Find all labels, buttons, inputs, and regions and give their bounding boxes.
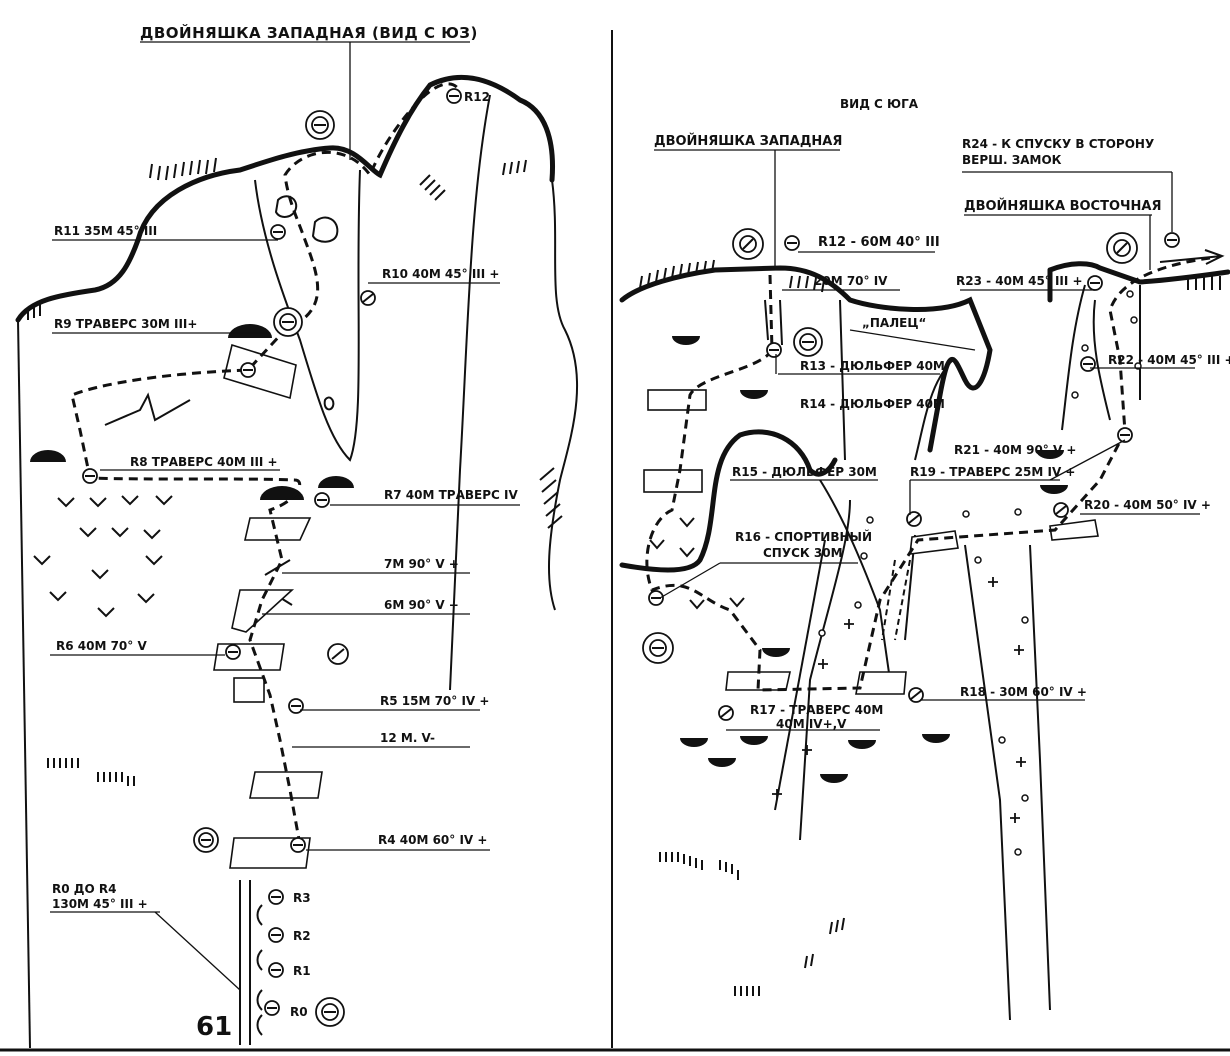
r24-line1: R24 - К СПУСКУ В СТОРОНУ	[962, 137, 1154, 151]
left-ledges	[213, 343, 323, 869]
label-r17-line2: 40M IV+,V	[776, 717, 847, 731]
left-route	[70, 82, 462, 846]
right-title-east: ДВОЙНЯШКА ВОСТОЧНАЯ	[964, 198, 1161, 214]
label-r2: R2	[293, 929, 311, 943]
label-r0-r4-line1: R0 ДО R4	[52, 882, 116, 896]
left-anchors	[82, 88, 462, 1027]
label-r5: R5 15M 70° IV +	[380, 694, 489, 708]
label-r9: R9 ТРАВЕРС 30M III+	[54, 317, 197, 331]
right-route-descent	[645, 256, 1211, 692]
r24-line2: ВЕРШ. ЗАМОК	[962, 153, 1062, 167]
label-6m: 6M 90° V +	[384, 598, 459, 612]
label-r6: R6 40M 70° V	[56, 639, 147, 653]
label-r18: R18 - 30M 60° IV +	[960, 685, 1087, 699]
label-r0-r4-line2: 130M 45° III +	[52, 897, 148, 911]
right-hatching	[639, 259, 1221, 996]
view-label: ВИД С ЮГА	[840, 97, 919, 111]
left-panel: ДВОЙНЯШКА ЗАПАДНАЯ (ВИД С ЮЗ)	[15, 23, 579, 1049]
right-anchors	[642, 228, 1180, 721]
label-r23: R23 - 40M 45° III +	[956, 274, 1083, 288]
label-r19: R19 - ТРАВЕРС 25M IV +	[910, 465, 1075, 479]
right-title-west: ДВОЙНЯШКА ЗАПАДНАЯ	[654, 133, 842, 149]
left-ridge	[15, 74, 556, 323]
left-labels: R12 R11 35M 45° III R10 40M 45° III + R9…	[52, 90, 518, 1042]
label-r4: R4 40M 60° IV +	[378, 833, 487, 847]
right-ledges	[643, 389, 1099, 695]
label-r14: R14 - ДЮЛЬФЕР 40M	[800, 397, 945, 411]
left-leaders	[50, 239, 520, 991]
label-7m: 7M 90° V +	[384, 557, 459, 571]
label-r1: R1	[293, 964, 311, 978]
label-r12-right: R12 - 60M 40° III	[818, 235, 940, 250]
label-12m: 12 M. V-	[380, 731, 435, 745]
label-r11: R11 35M 45° III	[54, 224, 157, 238]
label-r12-left: R12	[464, 90, 490, 104]
label-r0: R0	[290, 1005, 308, 1019]
left-title: ДВОЙНЯШКА ЗАПАДНАЯ (ВИД С ЮЗ)	[140, 23, 478, 42]
label-r10: R10 40M 45° III +	[382, 267, 499, 281]
right-panel: ВИД С ЮГА ДВОЙНЯШКА ЗАПАДНАЯ R24 - К СПУ…	[619, 97, 1230, 1021]
right-labels: R12 - 60M 40° III 20M 70° IV „ПАЛЕЦ“ R13…	[732, 235, 1230, 731]
label-r21: R21 - 40M 90° V +	[954, 443, 1077, 457]
label-r20: R20 - 40M 50° IV +	[1084, 498, 1211, 512]
label-r16-line2: СПУСК 30M	[763, 546, 843, 560]
label-r15: R15 - ДЮЛЬФЕР 30M	[732, 465, 877, 479]
label-20m: 20M 70° IV	[814, 274, 888, 288]
label-r3: R3	[293, 891, 311, 905]
label-r8: R8 ТРАВЕРС 40M III +	[130, 455, 278, 469]
label-r17-line1: R17 - ТРАВЕРС 40M	[750, 703, 883, 717]
label-r16-line1: R16 - СПОРТИВНЫЙ	[735, 529, 872, 544]
label-r22: R22 - 40M 45° III +	[1108, 353, 1230, 367]
right-leaders	[659, 251, 1200, 731]
rock-hatching	[27, 157, 563, 786]
label-r7: R7 40M ТРАВЕРС IV	[384, 488, 518, 502]
label-finger: „ПАЛЕЦ“	[862, 316, 926, 330]
figure-number: 61	[196, 1012, 232, 1042]
label-r13: R13 - ДЮЛЬФЕР 40M	[800, 359, 945, 373]
